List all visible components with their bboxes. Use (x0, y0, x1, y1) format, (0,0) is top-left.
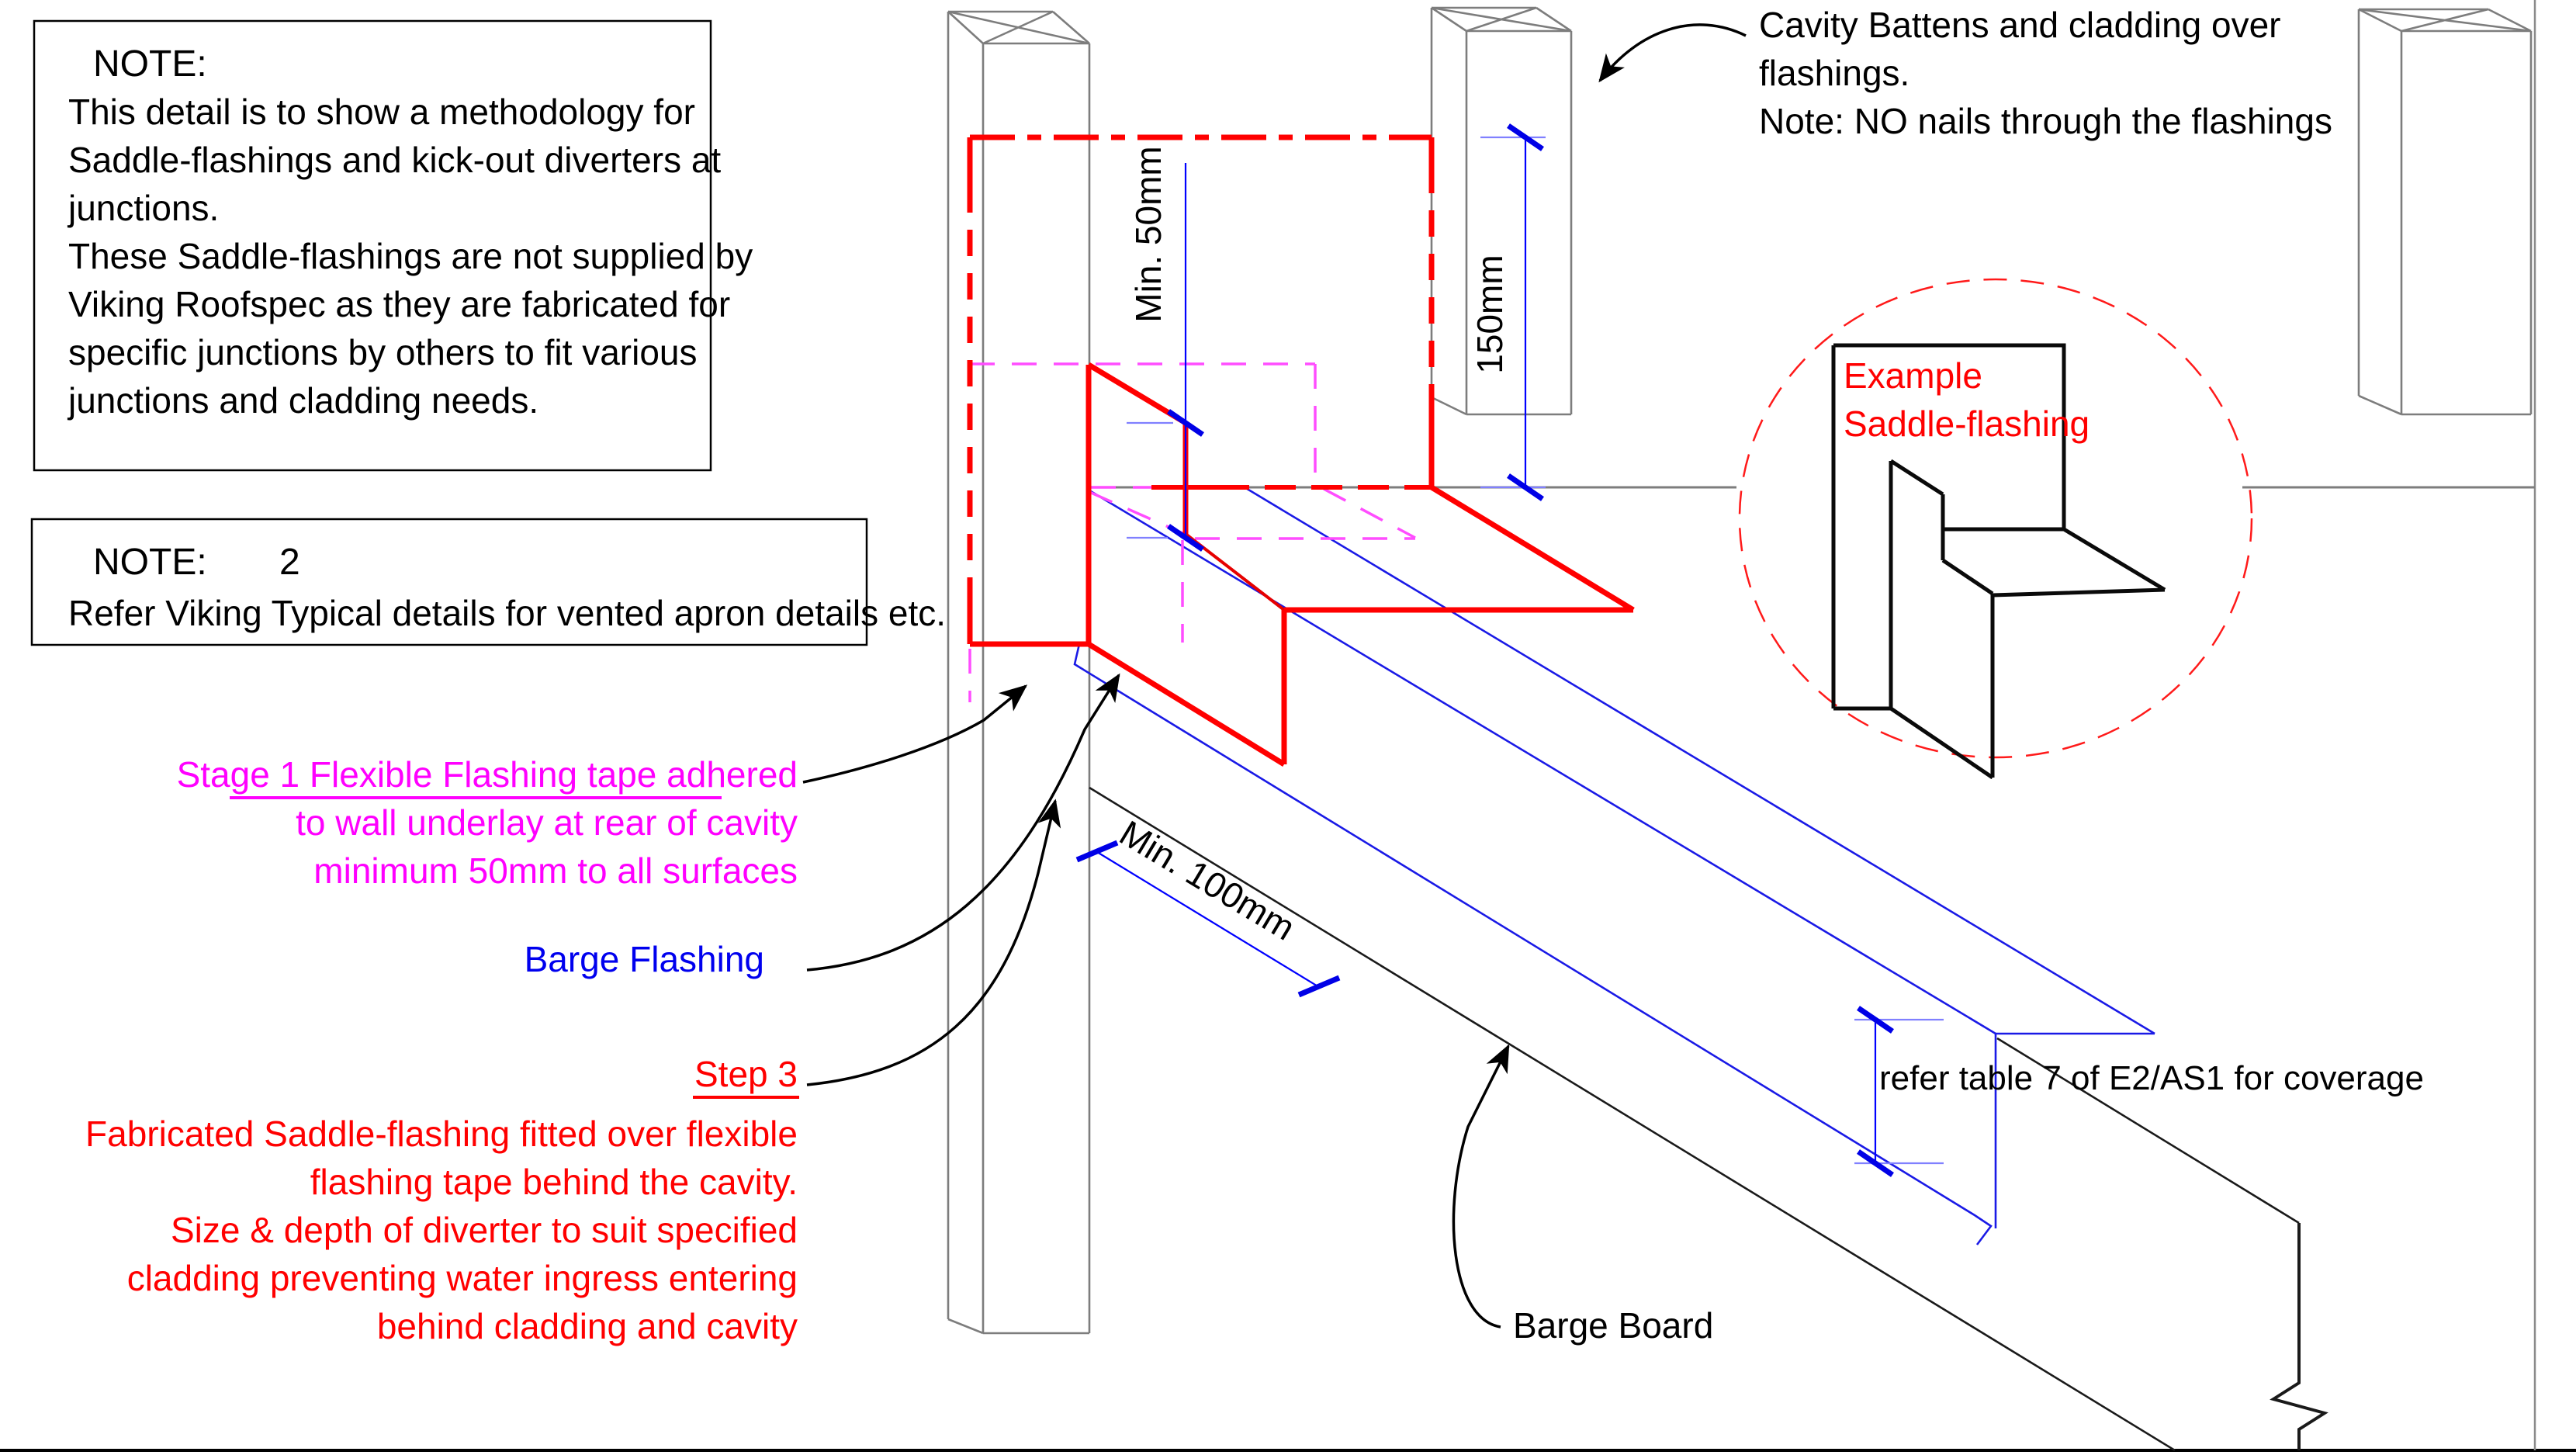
kickout-bottom-edge (1087, 642, 1286, 767)
note1-box (33, 19, 712, 472)
barge-flashing-fold-edge (1089, 489, 1996, 1035)
saddle-roof-apron-diagonal (1430, 485, 1635, 612)
barge-flashing-label: Barge Flashing (525, 939, 764, 979)
step3-line-4: behind cladding and cavity (377, 1306, 798, 1346)
note1-line-0: NOTE: (93, 43, 207, 85)
note1-line-5: Viking Roofspec as they are fabricated f… (68, 284, 730, 324)
example-circle (1738, 278, 2253, 759)
step3-line-3: cladding preventing water ingress enteri… (127, 1258, 798, 1298)
saddle-flashing (967, 134, 1635, 767)
dim-50-tick-bottom (1167, 524, 1204, 552)
dim-150-tick-bottom (1507, 473, 1544, 501)
example-label-line1: Example (1844, 355, 1982, 396)
leader-arrows (802, 23, 1747, 1329)
dim-50-text: Min. 50mm (1128, 146, 1169, 322)
dim-150-text: 150mm (1470, 255, 1510, 373)
barge-board-top-edge-exposed (1996, 1037, 2300, 1225)
stage1-line2: to wall underlay at rear of cavity (296, 802, 798, 843)
dim-100-text: Min. 100mm (1113, 812, 1302, 948)
cavity-note-line-0: Cavity Battens and cladding over (1759, 5, 2281, 45)
stage1-line3: minimum 50mm to all surfaces (313, 850, 798, 891)
stage1-underlined-text: Stage 1 Flexible Flashing tape (177, 754, 657, 795)
note1-line-4: These Saddle-flashings are not supplied … (68, 236, 753, 276)
note1-line-6: specific junctions by others to fit vari… (68, 332, 697, 372)
example-saddle-flashing: Example Saddle-flashing (1738, 278, 2253, 780)
left-batten-end-grain-x (947, 10, 1090, 45)
right-batten (2357, 8, 2533, 416)
example-seat-flange (1943, 527, 2166, 598)
barge-board (1089, 786, 2328, 1452)
step3-line-0: Fabricated Saddle-flashing fitted over f… (85, 1114, 798, 1154)
step3-title: Step 3 (694, 1054, 798, 1094)
dim-100-tick-start (1075, 840, 1119, 863)
middle-batten-end-grain-x (1431, 6, 1572, 33)
step3-line-2: Size & depth of diverter to suit specifi… (171, 1210, 798, 1250)
barge-board-break-line (2270, 1223, 2328, 1450)
leader-barge-flashing (806, 673, 1120, 972)
middle-batten-outline (1430, 6, 1573, 416)
tape-right-edge-roof (1323, 487, 1416, 539)
cavity-battens (947, 6, 2533, 1335)
left-batten-outline (947, 10, 1091, 1335)
stage1-line1: Stage 1 Flexible Flashing tape adhered (177, 754, 798, 795)
leader-stage1 (802, 684, 1028, 784)
note2-number: 2 (279, 542, 300, 583)
barge-board-bottom-edge (1089, 786, 2176, 1452)
annotations: Stage 1 Flexible Flashing tape adhered t… (85, 5, 2424, 1346)
dim-150mm: 150mm (1470, 123, 1546, 501)
stage1-rest-text: adhered (656, 754, 798, 795)
note1-line-7: junctions and cladding needs. (67, 380, 538, 421)
dim-min100: Min. 100mm (1075, 812, 1341, 998)
example-flashing-drawing (1831, 343, 2166, 780)
leader-barge-board (1452, 1044, 1510, 1329)
barge-flashing-bottom-edge (1073, 643, 1993, 1245)
right-batten-outline (2357, 8, 2533, 416)
barge-flashing (1073, 486, 2155, 1245)
cavity-note-line-1: flashings. (1759, 53, 1909, 93)
example-back-plate (1831, 343, 2066, 711)
dimensions: 150mm Min. 50mm Min. 100mm (1075, 123, 1944, 1177)
note1-line-1: This detail is to show a methodology for (68, 92, 695, 132)
note2-title: NOTE: (93, 542, 207, 583)
dim-100-tick-end (1297, 975, 1341, 998)
flashing-tape (968, 362, 1416, 702)
middle-batten (1430, 6, 1573, 416)
left-batten (947, 10, 1091, 1335)
leader-cavity-battens (1598, 23, 1747, 83)
dim-cov-tick-top (1857, 1006, 1894, 1034)
dim-coverage (1854, 1006, 1944, 1177)
leader-step3 (806, 799, 1061, 1086)
example-label-line2: Saddle-flashing (1844, 404, 2090, 444)
note1-line-2: Saddle-flashings and kick-out diverters … (68, 140, 721, 180)
step3-line-1: flashing tape behind the cavity. (310, 1162, 798, 1202)
dim-150-tick-top (1507, 123, 1544, 151)
barge-flashing-top-edge (1244, 486, 2155, 1035)
barge-board-label: Barge Board (1513, 1305, 1713, 1346)
right-batten-end-grain-x (2358, 8, 2532, 33)
cavity-note-line-2: Note: NO nails through the flashings (1759, 101, 2332, 141)
dim-100-line (1096, 851, 1320, 988)
note2-body: Refer Viking Typical details for vented … (68, 593, 946, 633)
note-boxes: NOTE: This detail is to show a methodolo… (30, 19, 946, 646)
dim-cov-tick-bottom (1857, 1149, 1894, 1177)
note2-box (30, 518, 868, 646)
note1-line-3: junctions. (67, 188, 219, 228)
example-front-plate (1889, 459, 1995, 780)
coverage-note-text: refer table 7 of E2/AS1 for coverage (1879, 1059, 2424, 1097)
dim-min50: Min. 50mm (1127, 146, 1204, 552)
dim-50-tick-top (1167, 409, 1204, 437)
